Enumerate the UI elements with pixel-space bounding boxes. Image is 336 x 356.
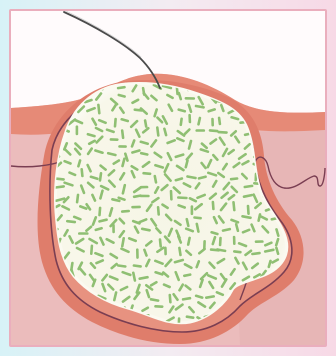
rod-bacteria-icon <box>259 214 260 220</box>
rod-bacteria-icon <box>179 248 180 255</box>
rod-bacteria-icon <box>123 159 125 166</box>
rod-bacteria-icon <box>197 224 199 232</box>
rod-bacteria-icon <box>115 119 116 126</box>
rod-bacteria-icon <box>155 176 156 182</box>
rod-bacteria-icon <box>114 293 116 301</box>
rod-bacteria-icon <box>196 106 204 107</box>
rod-bacteria-icon <box>78 161 80 167</box>
rod-bacteria-icon <box>234 251 240 252</box>
rod-bacteria-icon <box>134 196 140 197</box>
rod-bacteria-icon <box>187 317 193 318</box>
rod-bacteria-icon <box>223 229 230 231</box>
rod-bacteria-icon <box>213 202 214 209</box>
rod-bacteria-icon <box>231 179 237 180</box>
rod-bacteria-icon <box>179 93 181 99</box>
rod-bacteria-icon <box>195 218 201 219</box>
rod-bacteria-icon <box>219 132 227 133</box>
rod-bacteria-icon <box>98 105 99 113</box>
rod-bacteria-icon <box>100 173 101 180</box>
rod-bacteria-icon <box>56 186 64 187</box>
rod-bacteria-icon <box>141 153 147 154</box>
rod-bacteria-icon <box>199 177 206 179</box>
rod-bacteria-icon <box>170 295 171 302</box>
rod-bacteria-icon <box>158 207 159 214</box>
rod-bacteria-icon <box>142 229 149 231</box>
rod-bacteria-icon <box>236 224 238 231</box>
rod-bacteria-icon <box>265 250 273 252</box>
rod-bacteria-icon <box>209 109 215 111</box>
rod-bacteria-icon <box>140 277 148 279</box>
rod-bacteria-icon <box>56 179 64 180</box>
rod-bacteria-icon <box>122 131 123 138</box>
rod-bacteria-icon <box>186 161 188 168</box>
rod-bacteria-icon <box>122 238 123 246</box>
rod-bacteria-icon <box>82 169 83 176</box>
rod-bacteria-icon <box>157 128 158 136</box>
rod-bacteria-icon <box>77 195 78 202</box>
rod-bacteria-icon <box>133 273 135 281</box>
rod-bacteria-icon <box>177 87 178 94</box>
rod-bacteria-icon <box>199 118 200 124</box>
rod-bacteria-icon <box>122 211 129 212</box>
rod-bacteria-icon <box>196 296 202 298</box>
rod-bacteria-icon <box>119 95 125 97</box>
rod-bacteria-icon <box>164 129 166 135</box>
rod-bacteria-icon <box>219 118 220 124</box>
rod-bacteria-icon <box>122 119 128 121</box>
rod-bacteria-icon <box>183 298 190 299</box>
rod-bacteria-icon <box>134 266 141 267</box>
rod-bacteria-icon <box>269 261 271 267</box>
rod-bacteria-icon <box>188 177 196 179</box>
rod-bacteria-icon <box>144 173 151 174</box>
rod-bacteria-icon <box>100 220 107 222</box>
rod-bacteria-icon <box>88 134 95 136</box>
rod-bacteria-icon <box>123 185 125 193</box>
rod-bacteria-icon <box>145 121 146 127</box>
rod-bacteria-icon <box>232 117 239 119</box>
rod-bacteria-icon <box>243 216 251 218</box>
rod-bacteria-icon <box>184 275 190 276</box>
rod-bacteria-icon <box>206 296 213 297</box>
rod-bacteria-icon <box>96 228 102 230</box>
rod-bacteria-icon <box>176 179 182 181</box>
rod-bacteria-icon <box>108 153 115 155</box>
rod-bacteria-icon <box>276 239 278 245</box>
rod-bacteria-icon <box>276 248 278 254</box>
rod-bacteria-icon <box>234 202 235 210</box>
rod-bacteria-icon <box>181 119 182 125</box>
rod-bacteria-icon <box>252 253 259 254</box>
rod-bacteria-icon <box>244 195 252 197</box>
rod-bacteria-icon <box>67 221 75 222</box>
rod-bacteria-icon <box>210 130 217 131</box>
rod-bacteria-icon <box>151 299 158 300</box>
rod-bacteria-icon <box>100 208 101 215</box>
rod-bacteria-icon <box>217 250 225 251</box>
rod-bacteria-icon <box>179 110 185 112</box>
rod-bacteria-icon <box>118 266 125 267</box>
rod-bacteria-icon <box>212 232 218 234</box>
rod-bacteria-icon <box>187 219 189 226</box>
rod-bacteria-icon <box>178 198 186 199</box>
rod-bacteria-icon <box>277 229 279 235</box>
rod-bacteria-icon <box>248 206 249 214</box>
rod-bacteria-icon <box>91 246 92 254</box>
rod-bacteria-icon <box>160 240 161 247</box>
rod-bacteria-icon <box>188 238 189 245</box>
rod-bacteria-icon <box>118 87 124 88</box>
rod-bacteria-icon <box>112 199 119 201</box>
rod-bacteria-icon <box>245 186 252 187</box>
